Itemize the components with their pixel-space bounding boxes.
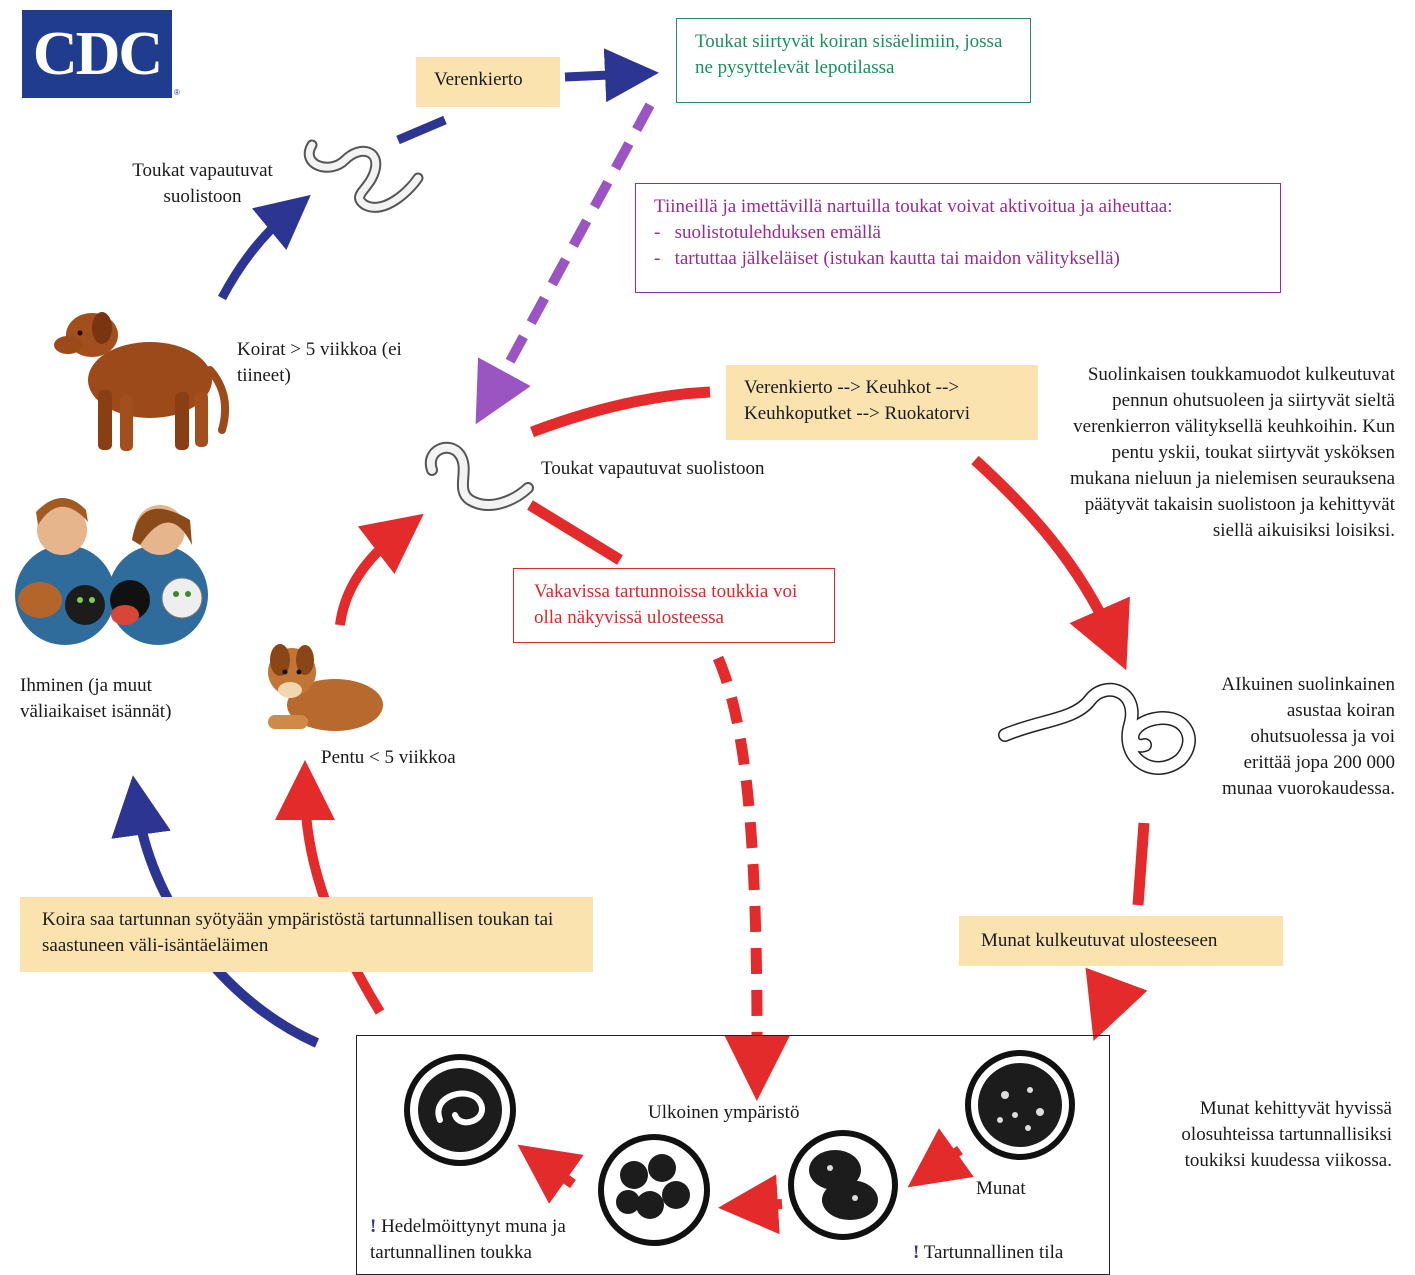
cdc-trademark: ® (174, 88, 180, 97)
cdc-logo: CDC (22, 10, 172, 98)
arrow-dog-to-larvae (218, 194, 311, 301)
toukat-top-label: Toukat vapautuvat suolistoon (132, 160, 273, 207)
adult-worm-paragraph: AIkuinen suolinkainen asustaa koiran ohu… (1221, 674, 1395, 799)
feces-larvae-box: Vakavissa tartunnoissa toukkia voi olla … (513, 568, 835, 643)
verenkierto-box: Verenkierto (416, 57, 560, 107)
puppy-icon (268, 644, 383, 731)
arrow-larvae-to-feces (527, 500, 623, 565)
ulkoinen-label: Ulkoinen ympäristö (648, 1102, 800, 1123)
egg-morula-icon (598, 1134, 710, 1246)
toukat-middle-label: Toukat vapautuvat suolistoon (541, 458, 765, 479)
arrow-larvae-to-route (530, 386, 711, 438)
feces-larvae-text: Vakavissa tartunnoissa toukkia voi olla … (534, 581, 798, 628)
arrow-verenkierto-to-box (564, 48, 659, 103)
arrow-egg1-to-egg2 (907, 1128, 974, 1188)
koirat-label: Koirat > 5 viikkoa (ei tiineet) (237, 339, 402, 386)
infective-stage-label: ! Tartunnallinen tila (913, 1240, 1103, 1266)
egg-development-paragraph: Munat kehittyvät hyvissä olosuhteissa ta… (1181, 1098, 1392, 1171)
route-box: Verenkierto --> Keuhkot --> Keuhkoputket… (726, 365, 1038, 440)
fertilized-egg-text: Hedelmöittynyt muna ja tartunnallinen to… (370, 1216, 566, 1263)
arrow-eggs-to-environment (1085, 967, 1148, 1041)
dog-infection-box: Koira saa tartunnan syötyään ympäristöst… (20, 897, 593, 972)
egg-unembryonated-icon (965, 1050, 1075, 1160)
pregnant-bitch-box: Tiineillä ja imettävillä nartuilla touka… (635, 183, 1281, 293)
arrow-larvae-dashed (396, 115, 447, 145)
pregnant-bitch-item: tartuttaa jälkeläiset (istukan kautta ta… (654, 246, 1262, 272)
eggs-to-feces-box: Munat kulkeutuvat ulosteeseen (959, 916, 1283, 966)
adult-worm-icon (998, 682, 1196, 775)
adult-dog-icon (54, 312, 230, 451)
fertilized-egg-label: ! Hedelmöittynyt muna ja tartunnallinen … (370, 1214, 610, 1266)
larvae-middle-icon (424, 441, 534, 511)
pregnant-bitch-item: suolistotulehduksen emällä (654, 220, 1262, 246)
exclamation-icon: ! (370, 1216, 377, 1237)
munat-label: Munat (976, 1178, 1026, 1199)
verenkierto-label: Verenkierto (434, 69, 523, 90)
route-text: Verenkierto --> Keuhkot --> Keuhkoputket… (744, 377, 971, 424)
dormant-larvae-text: Toukat siirtyvät koiran sisäelimiin, jos… (695, 31, 1003, 78)
egg-larvated-icon (404, 1054, 516, 1166)
pregnant-bitch-title: Tiineillä ja imettävillä nartuilla touka… (654, 196, 1173, 217)
eggs-to-feces-text: Munat kulkeutuvat ulosteeseen (981, 930, 1218, 951)
migration-paragraph: Suolinkaisen toukkamuodot kulkeutuvat pe… (1070, 364, 1396, 541)
infective-stage-text: Tartunnallinen tila (923, 1242, 1064, 1263)
ihminen-label: Ihminen (ja muut väliaikaiset isännät) (20, 675, 172, 722)
egg-two-cell-icon (788, 1130, 898, 1240)
dormant-larvae-box: Toukat siirtyvät koiran sisäelimiin, jos… (676, 18, 1031, 103)
arrow-route-to-adult (971, 455, 1130, 671)
arrow-adult-to-eggs (1132, 822, 1150, 906)
larvae-top-icon (303, 139, 424, 213)
human-hosts-icon (15, 497, 208, 645)
arrow-feces-to-environment-dashed (712, 655, 791, 1101)
arrow-environment-to-puppy (275, 760, 385, 1015)
pentu-label: Pentu < 5 viikkoa (321, 747, 456, 768)
arrow-dormant-to-larvae (475, 102, 655, 425)
arrow-egg2-to-egg3 (718, 1174, 783, 1235)
arrow-egg3-to-egg4 (517, 1144, 584, 1204)
dog-infection-text: Koira saa tartunnan syötyään ympäristöst… (42, 909, 554, 956)
arrow-puppy-to-larvae (335, 513, 424, 626)
exclamation-icon: ! (913, 1242, 920, 1263)
